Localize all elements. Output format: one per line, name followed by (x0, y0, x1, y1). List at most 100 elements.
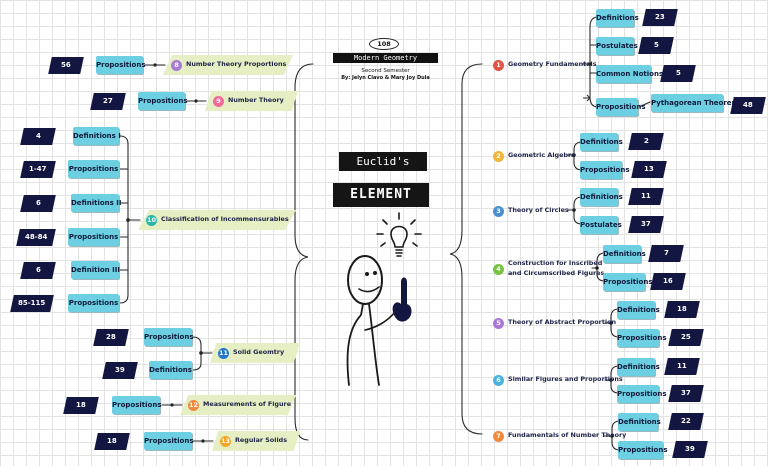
value-definitions: 23 (642, 9, 678, 26)
tag-definitions[interactable]: Definitions (596, 9, 639, 27)
tag-propositions[interactable]: Propositions (96, 56, 145, 74)
tag-propositions[interactable]: Propositions (603, 273, 652, 291)
value-propositions: 18 (94, 433, 130, 450)
value-propositions: 39 (672, 441, 708, 458)
topic-title: Regular Solids (235, 436, 288, 445)
tag-definition-iii[interactable]: Definition III (71, 261, 120, 279)
topic-7-fundamentals-of-number-theory[interactable]: 7 Fundamentals of Number Theory (485, 426, 626, 446)
tag-definitions[interactable]: Definitions (617, 301, 660, 319)
tag-definitions[interactable]: Definitions (603, 245, 646, 263)
topic-title: Geometry Fundamentals (508, 60, 597, 69)
tag-definitions[interactable]: Definitions (618, 413, 661, 431)
tag-propositions[interactable]: Propositions (596, 98, 645, 116)
value-propositions: 16 (650, 273, 686, 290)
value-definitions: 7 (648, 245, 684, 262)
number-badge-2: 2 (493, 150, 504, 162)
value-propositions: 37 (668, 385, 704, 402)
value-definitions: 18 (664, 301, 700, 318)
pointing-hand-icon (392, 277, 412, 322)
value-propositions: 27 (90, 93, 126, 110)
number-badge-7: 7 (493, 430, 504, 442)
topic-9-number-theory[interactable]: 9 Number Theory (205, 91, 298, 111)
number-badge-3: 3 (493, 205, 504, 217)
thinking-figure-illustration (346, 212, 422, 386)
number-badge-10: 10 (146, 214, 157, 226)
topic-title: Classification of Incommensurables (161, 215, 289, 224)
tag-propositions[interactable]: Propositions (68, 228, 119, 246)
value-definitions-i: 4 (20, 128, 56, 145)
topic-title: Geometric Algebra (508, 151, 576, 160)
value-propositions: 18 (63, 397, 99, 414)
tag-propositions[interactable]: Propositions (617, 329, 666, 347)
topic-6-similar-figures-and-proportions[interactable]: 6 Similar Figures and Proportions (485, 370, 623, 390)
tag-propositions[interactable]: Propositions (618, 441, 667, 459)
value-definitions: 2 (628, 133, 664, 150)
topic-title: Solid Geomtry (233, 348, 285, 357)
tag-propositions[interactable]: Propositions (68, 160, 119, 178)
value-propositions: 1-47 (20, 161, 56, 178)
number-badge-4: 4 (493, 263, 504, 275)
value-definitions: 11 (628, 188, 664, 205)
topic-1-geometry-fundamentals[interactable]: 1 Geometry Fundamentals (485, 55, 597, 75)
topic-8-number-theory-proportions[interactable]: 8 Number Theory Proportions (163, 55, 293, 75)
topic-title: Similar Figures and Proportions (508, 375, 623, 384)
title-euclids: Euclid's (339, 152, 427, 171)
value-definition-iii: 6 (20, 262, 56, 279)
author-byline: By: Jelyn Clavo & Mary Joy Dula (341, 75, 430, 81)
tag-pythagorean-theorem[interactable]: Pythagorean Theorem (651, 94, 739, 112)
tag-definitions[interactable]: Definitions (149, 361, 192, 379)
tag-propositions[interactable]: Propositions (580, 161, 629, 179)
value-propositions: 25 (668, 329, 704, 346)
value-definitions: 11 (664, 358, 700, 375)
topic-title: Number Theory (228, 96, 284, 105)
value-postulates: 37 (628, 216, 664, 233)
tag-propositions[interactable]: Propositions (68, 294, 119, 312)
number-badge-1: 1 (493, 59, 504, 71)
topic-2-geometric-algebra[interactable]: 2 Geometric Algebra (485, 146, 576, 166)
number-badge-9: 9 (213, 95, 224, 107)
topic-3-theory-of-circles[interactable]: 3 Theory of Circles (485, 201, 575, 221)
tag-postulates[interactable]: Postulates (596, 37, 638, 55)
tag-postulates[interactable]: Postulates (580, 216, 622, 234)
topic-12-measurements-of-figure[interactable]: 12 Measurements of Figure (180, 395, 296, 415)
value-propositions: 48-84 (16, 229, 56, 246)
topic-10-classification-of-incommensurables[interactable]: 10 Classification of Incommensurables (138, 210, 296, 230)
number-badge-12: 12 (188, 399, 199, 411)
value-propositions: 85-115 (10, 295, 54, 312)
tag-propositions[interactable]: Propositions (138, 92, 187, 110)
tag-propositions[interactable]: Propositions (112, 396, 161, 414)
tag-definitions[interactable]: Definitions (617, 358, 660, 376)
tag-propositions[interactable]: Propositions (144, 328, 193, 346)
topic-title: Theory of Circles (508, 206, 569, 215)
value-common-notions: 5 (660, 65, 696, 82)
topic-13-regular-solids[interactable]: 13 Regular Solids (212, 431, 300, 451)
value-definitions: 22 (668, 413, 704, 430)
topic-5-theory-of-abstract-proportion[interactable]: 5 Theory of Abstract Proportion (485, 313, 616, 333)
value-definitions-ii: 6 (20, 195, 56, 212)
value-propositions: 13 (631, 161, 667, 178)
number-badge-11: 11 (218, 347, 229, 359)
tag-definitions-i[interactable]: Definitions I (73, 127, 121, 145)
course-title: Modern Geometry (333, 53, 438, 63)
tag-propositions[interactable]: Propositions (617, 385, 666, 403)
number-badge-8: 8 (171, 59, 182, 71)
topic-title: Fundamentals of Number Theory (508, 431, 627, 440)
topic-11-solid-geometry[interactable]: 11 Solid Geomtry (210, 343, 300, 363)
tag-propositions[interactable]: Propositions (144, 432, 193, 450)
topic-title: Measurements of Figure (203, 400, 292, 409)
topic-title: Theory of Abstract Proportion (508, 318, 617, 327)
lightbulb-icon (376, 212, 422, 257)
header-tab-number: 108 (369, 38, 399, 50)
tag-definitions[interactable]: Definitions (580, 188, 623, 206)
value-propositions: 28 (93, 329, 129, 346)
number-badge-6: 6 (493, 374, 504, 386)
tag-definitions[interactable]: Definitions (580, 133, 623, 151)
semester-label: Second Semester (361, 68, 410, 74)
value-propositions: 48 (730, 97, 766, 114)
tag-definitions-ii[interactable]: Definitions II (71, 194, 121, 212)
tag-common-notions[interactable]: Common Notions (596, 65, 663, 83)
value-propositions: 56 (48, 57, 84, 74)
number-badge-5: 5 (493, 317, 504, 329)
